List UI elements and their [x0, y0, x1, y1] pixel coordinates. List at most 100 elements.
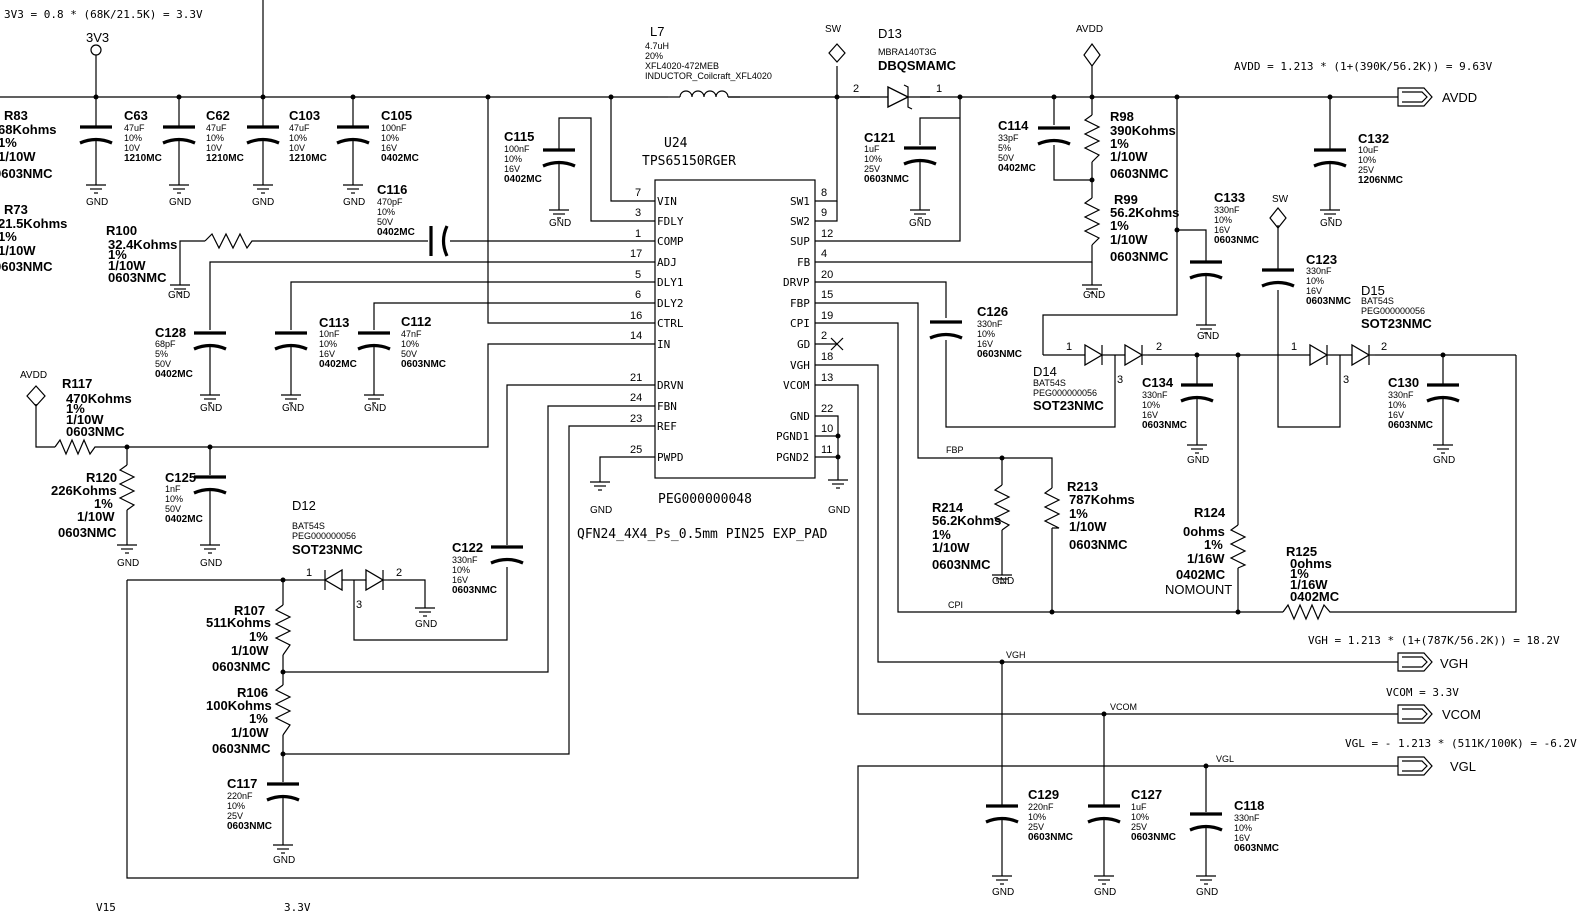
- svg-text:100Kohms: 100Kohms: [206, 698, 272, 713]
- svg-text:1nF: 1nF: [165, 484, 181, 494]
- gnd-c112: GND: [364, 394, 386, 414]
- cap-c133: C133 330nF 10% 16V 0603NMC: [1189, 190, 1259, 325]
- diode-d15: 1 2 3 D15 BAT54S PEG000000056 SOT23NMC: [1283, 283, 1432, 386]
- cap-c115: C115 100nF 10% 16V 0402MC: [504, 129, 576, 210]
- pin-vgh-num: 18: [821, 351, 833, 363]
- svg-text:0402MC: 0402MC: [1176, 567, 1226, 582]
- svg-text:DBQSMAMC: DBQSMAMC: [878, 58, 957, 73]
- svg-text:56.2Kohms: 56.2Kohms: [1110, 205, 1179, 220]
- svg-text:R125: R125: [1286, 544, 1317, 559]
- svg-text:47uF: 47uF: [289, 123, 310, 133]
- gnd-c62: GND: [169, 184, 191, 208]
- pin-ctrl: CTRL: [657, 317, 684, 330]
- gnd-c134: GND: [1187, 444, 1209, 466]
- svg-text:16V: 16V: [319, 349, 335, 359]
- inductor-l7: L7 4.7uH 20% XFL4020-472MEB INDUCTOR_Coi…: [645, 24, 772, 104]
- svg-text:10V: 10V: [124, 143, 140, 153]
- svg-text:0402MC: 0402MC: [381, 153, 419, 164]
- svg-text:20%: 20%: [645, 51, 663, 61]
- svg-text:0402MC: 0402MC: [377, 227, 415, 238]
- svg-text:220nF: 220nF: [227, 791, 253, 801]
- port-avdd-top: AVDD: [1076, 24, 1103, 97]
- svg-text:16V: 16V: [977, 339, 993, 349]
- svg-text:C125: C125: [165, 470, 196, 485]
- svg-text:10%: 10%: [401, 339, 419, 349]
- svg-text:16V: 16V: [381, 143, 397, 153]
- svg-text:25V: 25V: [1358, 165, 1374, 175]
- no-connect-x: [830, 337, 844, 351]
- svg-text:21.5Kohms: 21.5Kohms: [0, 216, 67, 231]
- cap-c112: C112 47nF 10% 50V 0603NMC: [357, 314, 446, 395]
- svg-text:10%: 10%: [452, 565, 470, 575]
- svg-text:0603NMC: 0603NMC: [1306, 296, 1351, 307]
- res-r83: R83 68Kohms 1% 1/10W 0603NMC: [0, 108, 57, 181]
- svg-text:16V: 16V: [1142, 410, 1158, 420]
- equation-3v3: 3V3 = 0.8 * (68K/21.5K) = 3.3V: [4, 8, 203, 21]
- cap-c116: C116 470pF 10% 50V 0402MC: [377, 182, 449, 257]
- equation-avdd: AVDD = 1.213 * (1+(390K/56.2K)) = 9.63V: [1234, 60, 1493, 73]
- junctions: [93, 94, 1446, 769]
- svg-text:1/10W: 1/10W: [1110, 149, 1148, 164]
- svg-text:PEG000000056: PEG000000056: [1033, 388, 1097, 398]
- res-r98: R98 390Kohms 1% 1/10W 0603NMC: [1083, 109, 1176, 181]
- pin-gd: GD: [797, 338, 810, 351]
- svg-text:GND: GND: [590, 505, 612, 516]
- svg-text:1/10W: 1/10W: [77, 509, 115, 524]
- svg-text:1%: 1%: [1110, 218, 1129, 233]
- pin-vin-num: 7: [635, 187, 641, 199]
- pin-comp: COMP: [657, 235, 684, 248]
- svg-text:1/10W: 1/10W: [108, 258, 146, 273]
- pin-sw1-num: 8: [821, 187, 827, 199]
- footer-right: 3.3V: [284, 901, 311, 911]
- svg-text:10%: 10%: [1131, 812, 1149, 822]
- svg-text:470Kohms: 470Kohms: [66, 391, 132, 406]
- svg-text:SW: SW: [1272, 194, 1289, 205]
- pin-vcom: VCOM: [783, 379, 810, 392]
- svg-text:0603NMC: 0603NMC: [1028, 832, 1073, 843]
- pin-sup-num: 12: [821, 228, 833, 240]
- svg-text:C127: C127: [1131, 787, 1162, 802]
- svg-text:10V: 10V: [289, 143, 305, 153]
- gnd-d12: GND: [415, 607, 437, 630]
- svg-text:C113: C113: [319, 315, 349, 330]
- svg-text:R120: R120: [86, 470, 117, 485]
- svg-text:10%: 10%: [377, 207, 395, 217]
- svg-text:10%: 10%: [319, 339, 337, 349]
- svg-text:1%: 1%: [0, 135, 17, 150]
- svg-text:VGL: VGL: [1450, 759, 1476, 774]
- svg-text:10%: 10%: [206, 133, 224, 143]
- svg-text:1%: 1%: [1204, 537, 1223, 552]
- svg-text:3: 3: [356, 599, 362, 611]
- svg-text:R83: R83: [4, 108, 28, 123]
- svg-text:2: 2: [853, 83, 859, 95]
- gnd-c118: GND: [1196, 875, 1218, 898]
- pin-pgnd1-num: 10: [821, 423, 833, 435]
- svg-text:0603NMC: 0603NMC: [401, 359, 446, 370]
- svg-text:10%: 10%: [504, 154, 522, 164]
- svg-text:1%: 1%: [1110, 136, 1129, 151]
- svg-text:XFL4020-472MEB: XFL4020-472MEB: [645, 61, 719, 71]
- svg-text:1/10W: 1/10W: [231, 643, 269, 658]
- svg-text:16V: 16V: [1234, 833, 1250, 843]
- svg-text:1/10W: 1/10W: [932, 540, 970, 555]
- net-vcom: VCOM: [1110, 702, 1137, 712]
- svg-text:390Kohms: 390Kohms: [1110, 123, 1176, 138]
- res-r124: R124 0ohms 1% 1/16W 0402MC NOMOUNT: [1165, 505, 1247, 597]
- cap-c123: C123 330nF 10% 16V 0603NMC: [1261, 252, 1351, 307]
- svg-text:0603NMC: 0603NMC: [1142, 420, 1187, 431]
- svg-text:GND: GND: [169, 197, 191, 208]
- pin-vcom-num: 13: [821, 372, 833, 384]
- svg-text:0603NMC: 0603NMC: [0, 166, 53, 181]
- pin-dly2-num: 6: [635, 289, 641, 301]
- cap-c126: C126 330nF 10% 16V 0603NMC: [929, 304, 1022, 360]
- res-r99: R99 56.2Kohms 1% 1/10W 0603NMC: [1083, 192, 1179, 264]
- svg-text:C133: C133: [1214, 190, 1245, 205]
- svg-text:R117: R117: [62, 376, 92, 391]
- svg-text:1%: 1%: [0, 229, 17, 244]
- diode-d14: 1 2 3 D14 BAT54S PEG000000056 SOT23NMC: [1033, 341, 1162, 413]
- cap-c121: C121 1uF 10% 25V 0603NMC: [864, 130, 937, 210]
- svg-text:VCOM: VCOM: [1442, 707, 1481, 722]
- svg-text:10%: 10%: [165, 494, 183, 504]
- pin-vgh: VGH: [790, 359, 810, 372]
- cap-c114: C114 33pF 5% 50V 0402MC: [998, 118, 1071, 174]
